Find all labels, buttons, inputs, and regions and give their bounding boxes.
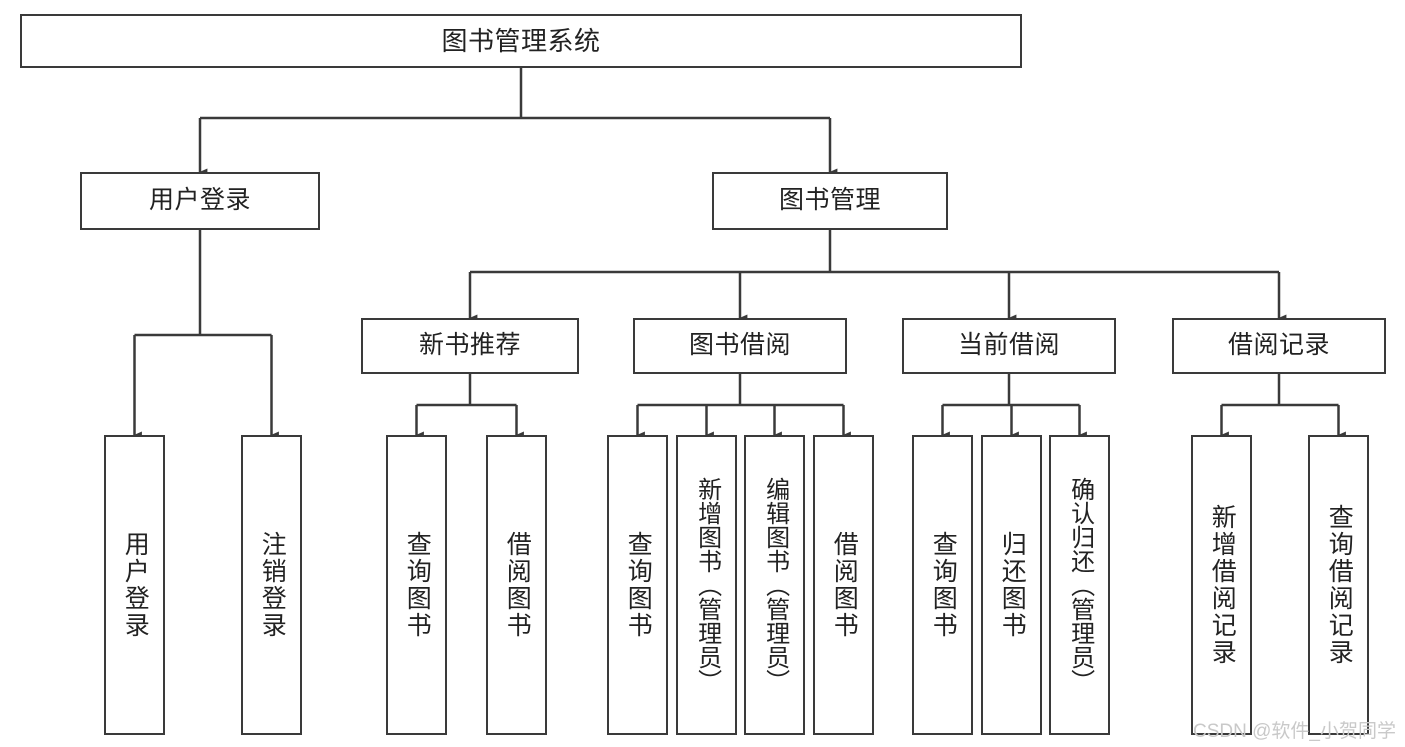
node-leaf-return-book: 归还图书 — [981, 435, 1042, 735]
node-leaf-query-record: 查询借阅记录 — [1308, 435, 1369, 735]
node-label: 借阅图书 — [830, 531, 859, 639]
node-label: 图书管理系统 — [441, 25, 601, 56]
node-label: 借阅记录 — [1227, 331, 1330, 360]
node-leaf-user-logout: 注销登录 — [241, 435, 302, 735]
node-label: 借阅图书 — [503, 531, 532, 639]
node-label: 当前借阅 — [957, 331, 1060, 360]
node-label: 注销登录 — [258, 531, 287, 639]
node-leaf-query-book-3: 查询图书 — [912, 435, 973, 735]
node-label: 归还图书 — [998, 531, 1027, 639]
node-leaf-query-book-1: 查询图书 — [386, 435, 447, 735]
node-leaf-add-record: 新增借阅记录 — [1191, 435, 1252, 735]
node-label: 图书管理 — [778, 186, 881, 215]
node-label: 查询图书 — [929, 531, 958, 639]
node-label: 用户登录 — [148, 186, 251, 215]
node-leaf-confirm-return: 确认归还（管理员） — [1049, 435, 1110, 735]
node-leaf-borrow-book-2: 借阅图书 — [813, 435, 874, 735]
node-current: 当前借阅 — [902, 318, 1116, 374]
node-root: 图书管理系统 — [20, 14, 1022, 68]
node-label: 用户登录 — [121, 531, 150, 639]
node-newbook: 新书推荐 — [361, 318, 579, 374]
node-leaf-borrow-book-1: 借阅图书 — [486, 435, 547, 735]
node-label: 编辑图书（管理员） — [761, 477, 789, 693]
node-leaf-add-book: 新增图书（管理员） — [676, 435, 737, 735]
node-leaf-query-book-2: 查询图书 — [607, 435, 668, 735]
node-label: 确认归还（管理员） — [1066, 477, 1094, 693]
node-leaf-edit-book: 编辑图书（管理员） — [744, 435, 805, 735]
node-label: 新增图书（管理员） — [693, 477, 721, 693]
node-borrow: 图书借阅 — [633, 318, 847, 374]
node-label: 新增借阅记录 — [1208, 504, 1237, 666]
node-label: 查询借阅记录 — [1325, 504, 1354, 666]
node-label: 新书推荐 — [418, 331, 521, 360]
node-login: 用户登录 — [80, 172, 320, 230]
node-label: 图书借阅 — [688, 331, 791, 360]
node-leaf-user-login: 用户登录 — [104, 435, 165, 735]
node-label: 查询图书 — [624, 531, 653, 639]
node-bookmgmt: 图书管理 — [712, 172, 948, 230]
node-records: 借阅记录 — [1172, 318, 1386, 374]
node-label: 查询图书 — [403, 531, 432, 639]
